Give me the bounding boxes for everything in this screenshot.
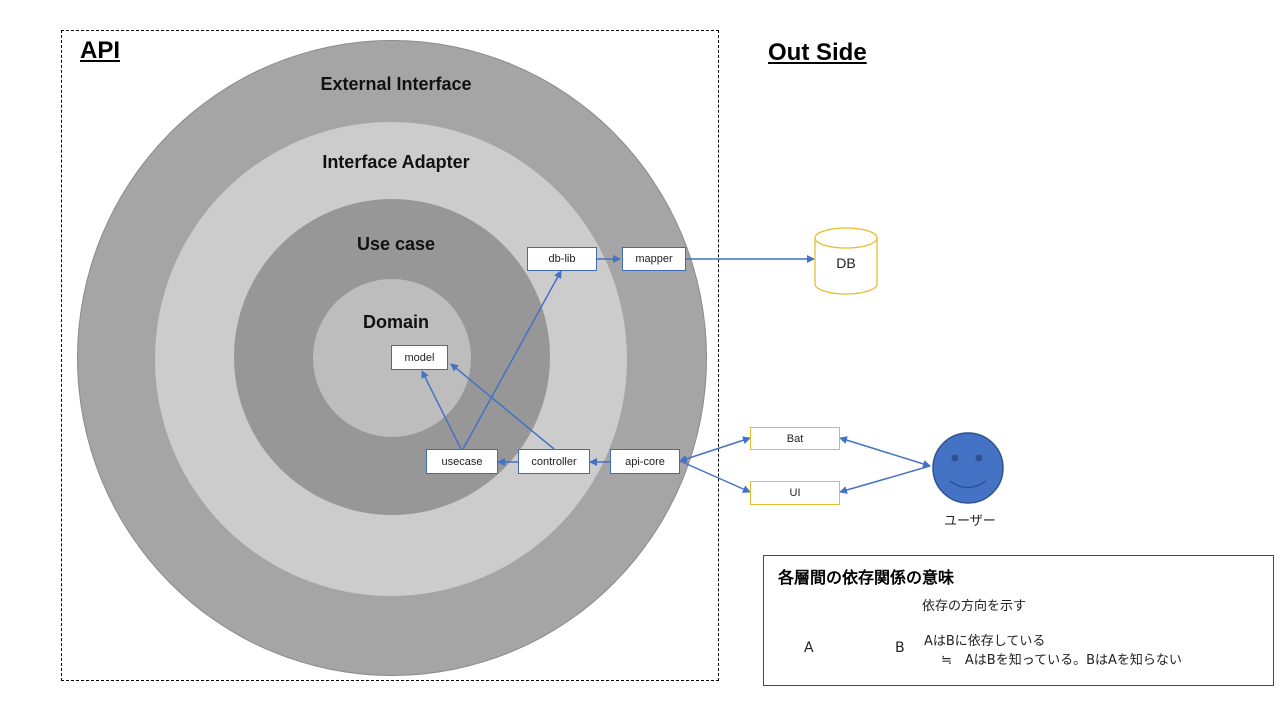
user-icon [932,432,1004,504]
legend-arrow-meaning: 依存の方向を示す [922,599,1027,614]
database-cylinder [814,227,878,295]
use-case-label: Use case [356,234,436,254]
legend-example-b: B [895,640,905,656]
controller-box: controller [518,449,590,474]
legend-example-a: A [804,640,814,656]
outside-heading: Out Side [768,39,867,66]
usecase-box: usecase [426,449,498,474]
ui-box: UI [750,481,840,505]
legend-line2: ≒ AはBを知っている。BはAを知らない [941,653,1182,668]
api-heading: API [80,37,121,64]
model-box: model [391,345,448,370]
external-interface-label: External Interface [320,74,472,94]
api-boundary [61,30,719,681]
interface-adapter-label: Interface Adapter [322,152,470,172]
domain-label: Domain [362,312,429,332]
api-core-box: api-core [610,449,680,474]
db-lib-box: db-lib [527,247,597,271]
legend-box [763,555,1274,686]
db-label: DB [836,255,856,271]
legend-title: 各層間の依存関係の意味 [778,568,955,587]
mapper-box: mapper [622,247,686,271]
bat-box: Bat [750,427,840,450]
legend-line1: AはBに依存している [924,634,1046,649]
user-label: ユーザー [944,514,996,529]
